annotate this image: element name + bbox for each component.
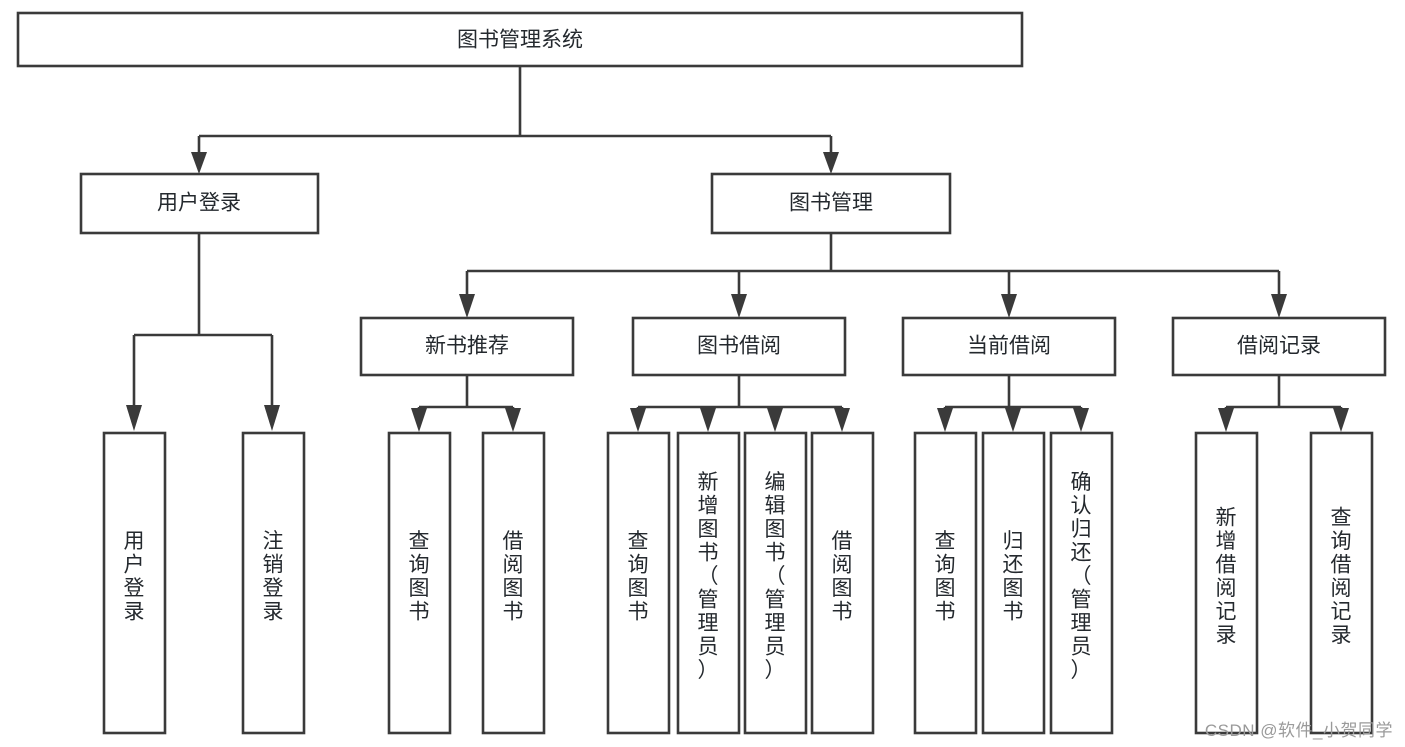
node-leaf-query-book-2-box [606,431,671,735]
node-current-borrow[interactable]: 当前借阅 [901,316,1117,377]
node-borrow-record-label: 借阅记录 [1237,335,1321,358]
node-leaf-return-book-box [981,431,1046,735]
node-current-borrow-box [901,316,1117,377]
node-leaf-return-book[interactable]: 归还图书 [981,431,1046,735]
node-leaf-edit-book[interactable]: 编辑图书（管理员） [743,431,808,735]
node-leaf-add-book-box [676,431,741,735]
node-borrow-record-box [1171,316,1387,377]
arrow-nbr-leaf-1 [411,408,427,432]
node-leaf-query-book-1-box [387,431,452,735]
node-leaf-user-login[interactable]: 用户登录 [102,431,167,735]
node-current-borrow-label: 当前借阅 [967,335,1051,358]
arrow-nbr-leaf-2 [505,408,521,432]
arrow-br-leaf-1 [1218,408,1234,432]
node-new-book-recommend-box [359,316,575,377]
node-leaf-add-record[interactable]: 新增借阅记录 [1194,431,1259,735]
node-leaf-edit-book-label: 编辑图书（管理员） [765,471,786,682]
node-leaf-user-login-label: 用户登录 [124,530,145,624]
node-book-borrow-label: 图书借阅 [697,335,781,358]
node-leaf-confirm-return-label: 确认归还（管理员） [1071,471,1092,682]
node-new-book-recommend-label: 新书推荐 [425,335,509,358]
node-leaf-confirm-return[interactable]: 确认归还（管理员） [1049,431,1114,735]
arrow-bb-leaf-3 [767,408,783,432]
arrow-bm-to-current-borrow [1001,294,1017,318]
node-leaf-logout-login-label: 注销登录 [263,530,284,624]
node-leaf-query-book-3-label: 查询图书 [935,530,956,624]
node-leaf-logout-login[interactable]: 注销登录 [241,431,306,735]
arrow-br-leaf-2 [1333,408,1349,432]
arrow-root-to-book-management [823,152,839,174]
arrow-user-login-leaf-1 [126,405,142,431]
arrow-user-login-leaf-2 [264,405,280,431]
node-book-management-box [710,172,952,235]
arrow-bb-leaf-1 [630,408,646,432]
connector-layer [126,66,1349,432]
arrow-root-to-user-login [191,152,207,174]
node-leaf-query-record-label: 查询借阅记录 [1331,506,1352,647]
node-book-borrow[interactable]: 图书借阅 [631,316,847,377]
node-leaf-borrow-book-2[interactable]: 借阅图书 [810,431,875,735]
node-book-management-label: 图书管理 [789,192,873,215]
node-leaf-query-book-2-label: 查询图书 [628,530,649,624]
node-leaf-query-book-1-label: 查询图书 [409,530,430,624]
arrow-bb-leaf-2 [700,408,716,432]
node-root-system-box [16,11,1024,68]
node-leaf-query-book-3[interactable]: 查询图书 [913,431,978,735]
arrow-cb-leaf-3 [1073,408,1089,432]
node-leaf-confirm-return-box [1049,431,1114,735]
node-leaf-user-login-box [102,431,167,735]
arrow-cb-leaf-2 [1005,408,1021,432]
node-root-system-label: 图书管理系统 [457,29,583,52]
node-leaf-query-book-2[interactable]: 查询图书 [606,431,671,735]
node-leaf-add-record-label: 新增借阅记录 [1216,506,1237,647]
node-leaf-borrow-book-1-label: 借阅图书 [503,530,524,624]
node-book-borrow-box [631,316,847,377]
node-leaf-borrow-book-1-box [481,431,546,735]
arrow-bm-to-book-borrow [731,294,747,318]
node-user-login-box [79,172,320,235]
node-leaf-query-record-box [1309,431,1374,735]
node-leaf-query-record[interactable]: 查询借阅记录 [1309,431,1374,735]
node-leaf-add-book-label: 新增图书（管理员） [698,471,719,682]
node-new-book-recommend[interactable]: 新书推荐 [359,316,575,377]
node-leaf-query-book-1[interactable]: 查询图书 [387,431,452,735]
node-leaf-logout-login-box [241,431,306,735]
node-leaf-add-book[interactable]: 新增图书（管理员） [676,431,741,735]
node-user-login[interactable]: 用户登录 [79,172,320,235]
node-root-system[interactable]: 图书管理系统 [16,11,1024,68]
arrow-bm-to-borrow-record [1271,294,1287,318]
csdn-watermark: CSDN @软件_小贺同学 [1204,721,1393,740]
arrow-bm-to-new-book-recommend [459,294,475,318]
node-user-login-label: 用户登录 [157,192,241,215]
arrow-cb-leaf-1 [937,408,953,432]
node-leaf-edit-book-box [743,431,808,735]
node-leaf-add-record-box [1194,431,1259,735]
node-leaf-borrow-book-2-label: 借阅图书 [832,530,853,624]
node-leaf-return-book-label: 归还图书 [1003,530,1024,624]
node-leaf-borrow-book-1[interactable]: 借阅图书 [481,431,546,735]
node-book-management[interactable]: 图书管理 [710,172,952,235]
arrow-bb-leaf-4 [834,408,850,432]
node-leaf-borrow-book-2-box [810,431,875,735]
node-leaf-query-book-3-box [913,431,978,735]
node-borrow-record[interactable]: 借阅记录 [1171,316,1387,377]
